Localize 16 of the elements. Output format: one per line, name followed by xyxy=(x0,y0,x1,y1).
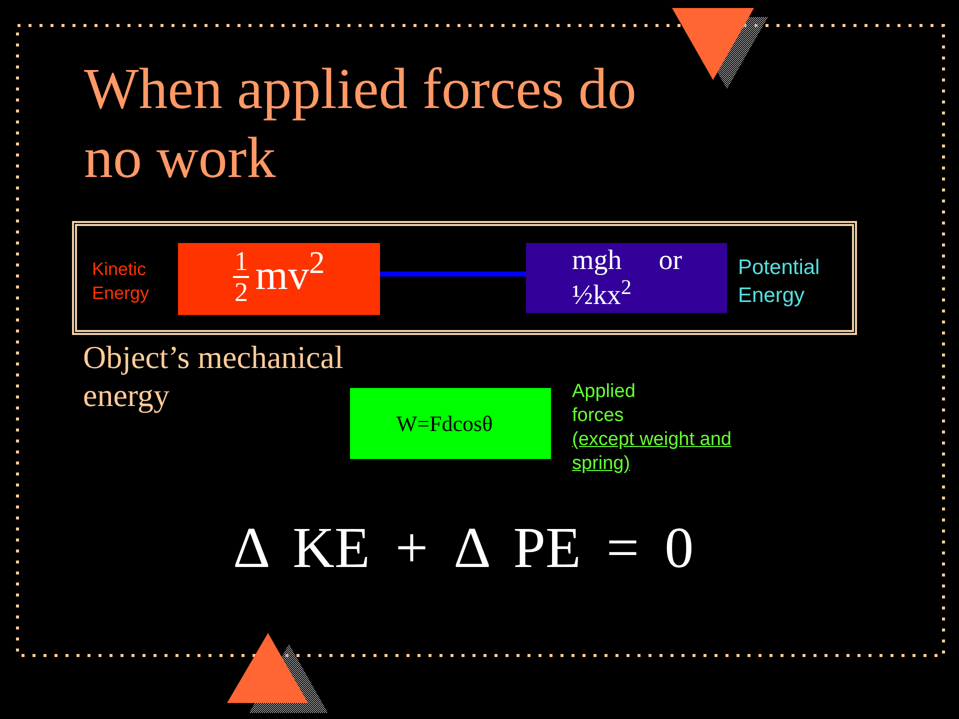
formula-box xyxy=(526,243,727,313)
formula-box xyxy=(350,388,551,459)
formula-text: mv$^{2}$ xyxy=(255,254,325,298)
frame-heading: Object’s mechanical energy xyxy=(83,338,344,414)
side-label: Potential Energy xyxy=(738,255,821,309)
formula-text: W=Fdcosθ xyxy=(396,410,493,436)
slide-title: When applied forces do no work xyxy=(84,55,638,192)
side-note: (except weight and spring) xyxy=(572,428,732,476)
connector-line xyxy=(380,272,526,276)
side-label: Kinetic Energy xyxy=(92,258,150,305)
equation: Δ KE + Δ PE = 0 xyxy=(233,519,694,577)
fraction-denominator: 2 xyxy=(234,280,248,305)
side-label: Applied forces xyxy=(572,380,636,428)
fraction-numerator: 1 xyxy=(234,249,248,274)
formula-text: mgh or ½kx$^{2}$ xyxy=(571,244,684,313)
formula-box xyxy=(178,243,380,315)
